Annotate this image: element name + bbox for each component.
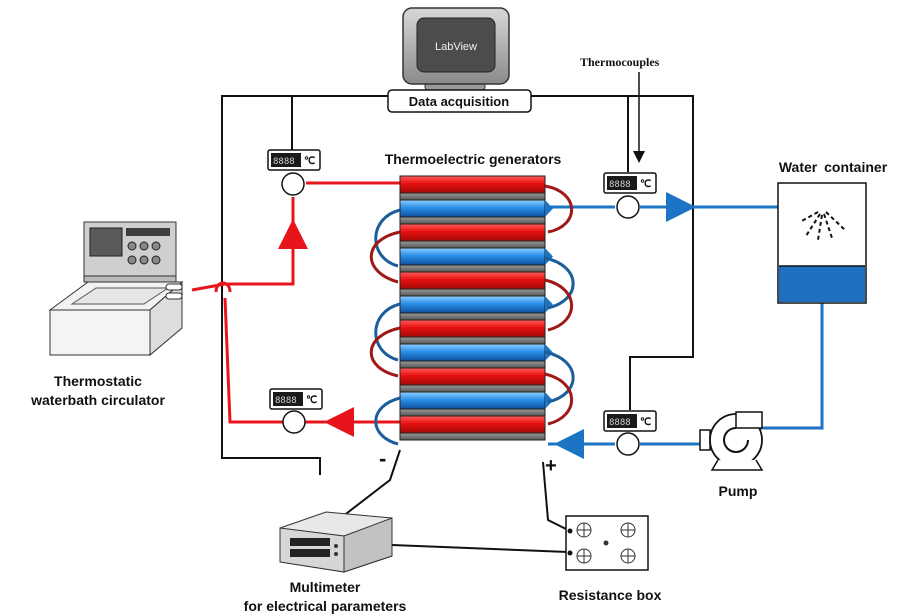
thermoelectric-module-9 (399, 384, 546, 393)
data-acquisition-label: Data acquisition (409, 94, 509, 109)
hot-plate-5 (399, 367, 546, 386)
pipe-crossing-loop (214, 281, 232, 293)
svg-text:℃: ℃ (640, 179, 651, 190)
monitor-screen-text: LabView (435, 41, 477, 53)
hot-plate-3 (399, 271, 546, 290)
cold-plate-5 (399, 391, 546, 410)
cold-plate-4 (399, 343, 546, 362)
thermoelectric-module-3 (399, 240, 546, 249)
thermoelectric-module-6 (399, 312, 546, 321)
cold-plate-tip-2 (545, 248, 553, 265)
teg-label: Thermoelectric generators (385, 151, 562, 167)
flow-curve-blue-left-3 (374, 396, 401, 446)
water-container (777, 182, 867, 304)
svg-text:℃: ℃ (640, 417, 651, 428)
svg-text:℃: ℃ (306, 395, 317, 406)
hot-plate-2 (399, 223, 546, 242)
thermocouple-sensor-cold-outlet: 8888 ℃ (603, 172, 657, 219)
flow-curve-blue-left-2 (374, 302, 401, 362)
hot-plate-6 (399, 415, 546, 434)
flow-curve-red-right-2 (544, 278, 574, 332)
flow-curve-blue-right-2 (544, 350, 575, 404)
thermocouple-sensor-hot-inlet: 8888 ℃ (267, 149, 321, 196)
cold-plate-1 (399, 199, 546, 218)
cold-plate-3 (399, 295, 546, 314)
flow-curve-blue-left-1 (374, 208, 401, 268)
thermoelectric-module-7 (399, 336, 546, 345)
multimeter-label-line1: Multimeter (290, 579, 361, 595)
resistance-box (565, 515, 649, 571)
thermoelectric-module-11 (399, 432, 546, 441)
data-acquisition-box (387, 89, 532, 113)
hot-plate-1 (399, 175, 546, 194)
monitor-screen (416, 17, 496, 73)
minus-terminal-label: - (379, 446, 386, 471)
thermoelectric-module-5 (399, 288, 546, 297)
thermoelectric-module-8 (399, 360, 546, 369)
water-spray (799, 211, 846, 241)
thermostatic-waterbath-circulator (48, 221, 184, 357)
hot-water-pipes (191, 181, 400, 424)
flow-curve-blue-right-1 (544, 256, 575, 310)
svg-text:8888: 8888 (273, 157, 295, 167)
svg-text:8888: 8888 (609, 418, 631, 428)
svg-text:8888: 8888 (275, 396, 297, 406)
thermostat-label-line2: waterbath circulator (30, 392, 165, 408)
resistance-box-label: Resistance box (559, 587, 662, 603)
thermoelectric-module-10 (399, 408, 546, 417)
flow-curve-red-right-3 (544, 372, 574, 426)
labview-monitor: LabView (402, 7, 510, 91)
flow-curve-red-left-2 (369, 326, 401, 378)
thermocouple-sensor-hot-outlet: 8888 ℃ (269, 388, 323, 434)
thermoelectric-module-4 (399, 264, 546, 273)
flow-curve-red-left-1 (369, 230, 401, 284)
thermoelectric-module-2 (399, 216, 546, 225)
svg-text:8888: 8888 (609, 180, 631, 190)
thermostat-label-line1: Thermostatic (54, 373, 142, 389)
teg-flow-arrows (369, 184, 575, 446)
cold-plate-tip-3 (545, 296, 553, 313)
teg-stack (399, 175, 553, 441)
svg-text:℃: ℃ (304, 156, 315, 167)
thermocouples-label: Thermocouples (580, 55, 660, 69)
multimeter (279, 511, 393, 573)
cold-plate-tip-1 (545, 200, 553, 217)
thermocouple-sensor-cold-inlet: 8888 ℃ (603, 410, 657, 456)
water-level (779, 266, 865, 302)
pump (699, 411, 764, 471)
water-container-label: Water container (779, 159, 888, 175)
multimeter-label-line2: for electrical parameters (244, 598, 407, 614)
plus-terminal-label: + (545, 455, 557, 477)
hot-plate-4 (399, 319, 546, 338)
cold-plate-2 (399, 247, 546, 266)
pump-label: Pump (719, 483, 758, 499)
thermoelectric-module-1 (399, 192, 546, 201)
flow-curve-red-right-1 (544, 184, 574, 234)
